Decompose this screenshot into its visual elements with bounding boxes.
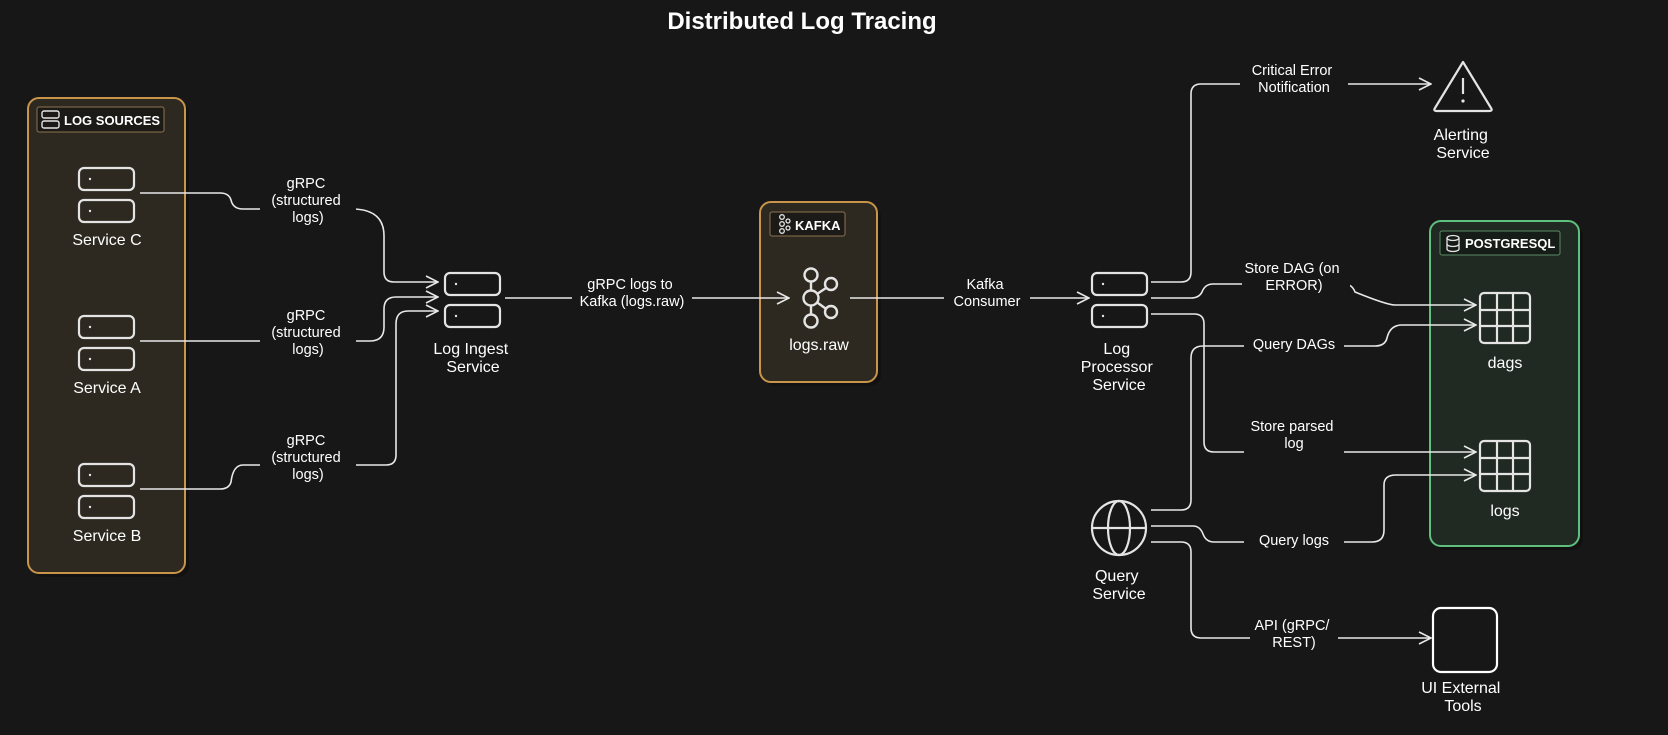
service-a-node: Service A bbox=[73, 314, 141, 397]
logs-raw-label: logs.raw bbox=[789, 337, 849, 354]
edge-service-a-to-ingest bbox=[140, 297, 438, 342]
table-icon bbox=[1478, 439, 1532, 493]
edge-label-kafka-consumer: Kafka Consumer bbox=[954, 277, 1021, 310]
server-icon bbox=[77, 462, 136, 520]
log-ingest-node: Log Ingest Service bbox=[433, 271, 512, 376]
edge-label-grpc-c: gRPC (structured logs) bbox=[271, 176, 344, 226]
logs-label: logs bbox=[1490, 503, 1519, 520]
log-processor-node: Log Processor Service bbox=[1081, 271, 1157, 394]
kafka-label: KAFKA bbox=[795, 218, 841, 233]
warning-icon bbox=[1433, 60, 1493, 113]
server-icon bbox=[77, 314, 136, 372]
service-a-label: Service A bbox=[73, 380, 141, 397]
window-icon bbox=[1431, 606, 1499, 674]
edge-label-ingest-to-kafka: gRPC logs to Kafka (logs.raw) bbox=[580, 277, 685, 310]
dags-node: dags bbox=[1478, 291, 1532, 372]
kafka-group: KAFKA bbox=[759, 201, 881, 386]
service-b-label: Service B bbox=[73, 528, 141, 545]
edge-label-query-dags: Query DAGs bbox=[1253, 337, 1335, 353]
edge-query-to-ui bbox=[1151, 541, 1431, 638]
service-b-node: Service B bbox=[73, 462, 141, 545]
logs-node: logs bbox=[1478, 439, 1532, 520]
edge-processor-to-alerting bbox=[1151, 84, 1431, 283]
kafka-icon bbox=[802, 267, 839, 329]
server-icon bbox=[77, 166, 136, 224]
log-processor-label: Log Processor Service bbox=[1081, 341, 1157, 394]
log-sources-label: LOG SOURCES bbox=[64, 113, 160, 128]
edge-query-to-dags bbox=[1151, 325, 1476, 511]
query-service-label: Query Service bbox=[1092, 568, 1145, 603]
query-service-node: Query Service bbox=[1090, 499, 1148, 603]
edge-label-grpc-a: gRPC (structured logs) bbox=[271, 308, 344, 358]
edge-service-b-to-ingest bbox=[140, 311, 438, 490]
table-icon bbox=[1478, 291, 1532, 345]
log-sources-group: LOG SOURCES bbox=[27, 97, 189, 577]
edge-label-store-dag: Store DAG (on ERROR) bbox=[1244, 261, 1343, 294]
edge-label-grpc-b: gRPC (structured logs) bbox=[271, 433, 344, 483]
logs-raw-node: logs.raw bbox=[789, 267, 849, 354]
edge-processor-to-logs bbox=[1151, 313, 1476, 452]
ui-external-label: UI External Tools bbox=[1421, 680, 1505, 715]
edge-label-store-parsed: Store parsed log bbox=[1250, 419, 1337, 452]
globe-icon bbox=[1090, 499, 1148, 557]
edge-label-query-logs: Query logs bbox=[1259, 533, 1329, 549]
alerting-label: Alerting Service bbox=[1434, 127, 1493, 162]
log-ingest-label: Log Ingest Service bbox=[433, 341, 512, 376]
postgresql-label: POSTGRESQL bbox=[1465, 236, 1555, 251]
kafka-icon bbox=[779, 214, 791, 234]
edge-label-critical-error: Critical Error Notification bbox=[1252, 63, 1337, 96]
alerting-node: Alerting Service bbox=[1433, 60, 1493, 162]
server-icon bbox=[41, 110, 60, 129]
server-icon bbox=[1090, 271, 1149, 329]
page-title: Distributed Log Tracing bbox=[667, 8, 936, 35]
edge-label-api: API (gRPC/ REST) bbox=[1255, 618, 1334, 651]
ui-external-node: UI External Tools bbox=[1421, 606, 1505, 715]
dags-label: dags bbox=[1488, 355, 1523, 372]
edge-labels: gRPC (structured logs) gRPC (structured … bbox=[260, 60, 1350, 658]
server-icon bbox=[443, 271, 502, 329]
database-icon bbox=[1446, 234, 1460, 253]
service-c-label: Service C bbox=[72, 232, 141, 249]
edge-query-to-logs bbox=[1151, 475, 1476, 543]
service-c-node: Service C bbox=[72, 166, 142, 249]
postgresql-group: POSTGRESQL bbox=[1429, 220, 1583, 550]
